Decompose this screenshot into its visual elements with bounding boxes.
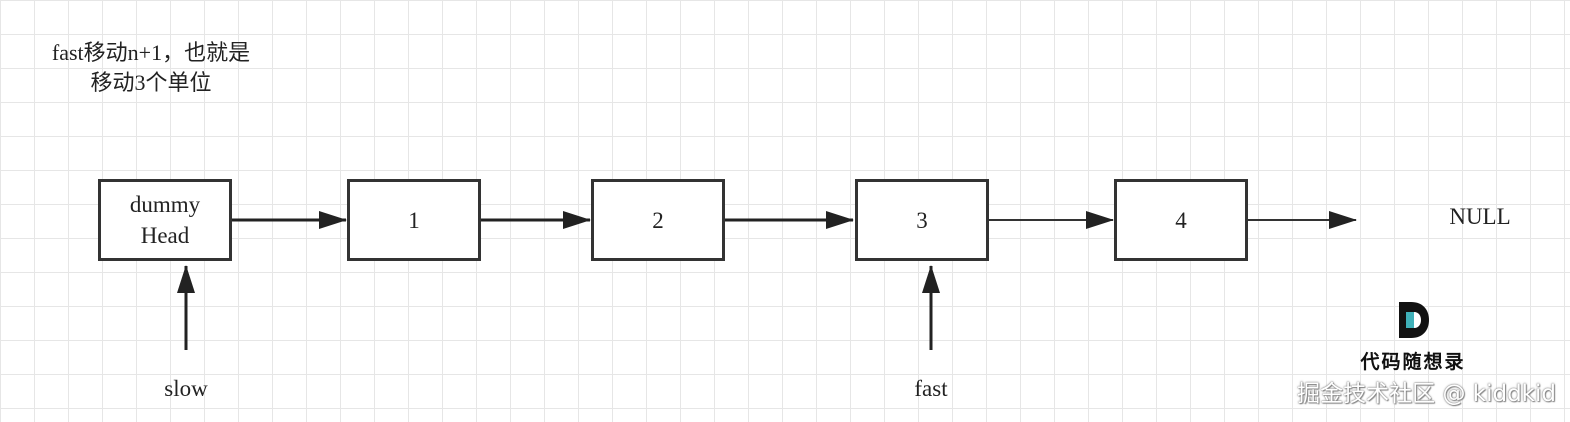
- node-dummy-head: dummy Head: [98, 179, 232, 261]
- node-2: 2: [591, 179, 725, 261]
- null-label: NULL: [1449, 204, 1511, 229]
- fast-pointer-label: fast: [914, 376, 948, 401]
- watermark: 掘金技术社区 @ kiddkid: [1297, 381, 1556, 407]
- node-3: 3: [855, 179, 989, 261]
- note-line-1: fast移动n+1，也就是: [51, 40, 251, 65]
- node-dummy-head-line-1: dummy: [129, 192, 201, 217]
- node-dummy-head-line-2: Head: [140, 223, 190, 248]
- slow-pointer-label: slow: [164, 376, 208, 401]
- node-1: 1: [347, 179, 481, 261]
- node-4-label: 4: [1175, 207, 1187, 233]
- annotation-note: fast移动n+1，也就是 移动3个单位: [20, 38, 282, 98]
- node-1-label: 1: [408, 207, 420, 233]
- node-2-label: 2: [652, 207, 664, 233]
- note-line-2: 移动3个单位: [90, 70, 212, 95]
- logo-text: 代码随想录: [1360, 351, 1466, 373]
- logo-d-icon: [1399, 302, 1429, 338]
- brand-logo: 代码随想录: [1350, 300, 1476, 374]
- node-3-label: 3: [916, 207, 928, 233]
- node-4: 4: [1114, 179, 1248, 261]
